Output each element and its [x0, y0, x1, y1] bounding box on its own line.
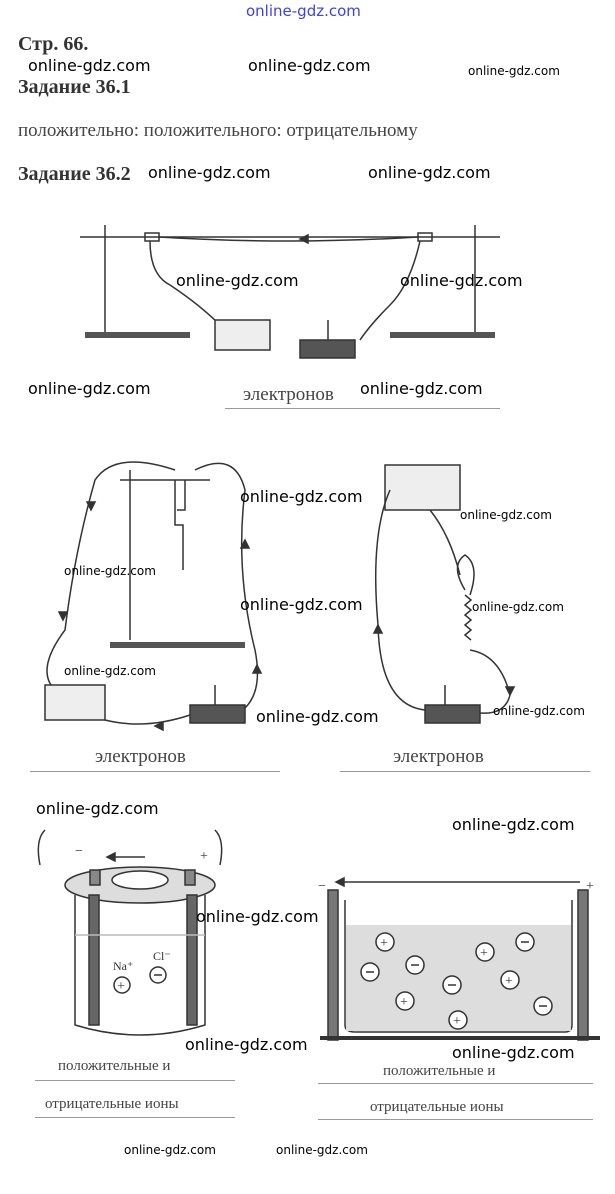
- figure-5-caption-line-1: положительные и: [383, 1063, 496, 1079]
- watermark: online-gdz.com: [196, 907, 319, 926]
- na-ion-label: Na⁺: [113, 959, 133, 973]
- svg-text:+: +: [400, 995, 408, 1010]
- svg-text:+: +: [453, 1014, 461, 1029]
- watermark: online-gdz.com: [248, 56, 371, 75]
- figure-4-answer-line-1: [35, 1080, 235, 1081]
- figure-4-electrolysis-beaker: − + Na⁺ Cl⁻ +: [37, 829, 223, 1036]
- figure-1-caption: электронов: [243, 384, 334, 405]
- figure-2-answer-line: [30, 771, 280, 772]
- watermark: online-gdz.com: [468, 64, 560, 78]
- watermark: online-gdz.com: [64, 564, 156, 578]
- figure-5-caption-line-2: отрицательные ионы: [370, 1099, 504, 1115]
- watermark: online-gdz.com: [240, 595, 363, 614]
- figure-4-plus-label: +: [200, 849, 208, 864]
- cl-ion-label: Cl⁻: [153, 949, 171, 963]
- svg-text:+: +: [505, 974, 513, 989]
- figure-5-plus-label: +: [586, 879, 594, 894]
- figure-5-minus-label: −: [318, 879, 326, 894]
- task-36-2-title: Задание 36.2: [18, 163, 131, 185]
- watermark-top: online-gdz.com: [246, 2, 361, 20]
- figure-4-minus-label: −: [75, 844, 83, 859]
- watermark: online-gdz.com: [460, 508, 552, 522]
- figure-5-answer-line-2: [318, 1119, 593, 1120]
- watermark: online-gdz.com: [452, 815, 575, 834]
- figure-4-caption-line-1: положительные и: [58, 1058, 171, 1074]
- watermark: online-gdz.com: [472, 600, 564, 614]
- watermark: online-gdz.com: [28, 56, 151, 75]
- watermark: online-gdz.com: [493, 704, 585, 718]
- watermark: online-gdz.com: [400, 271, 523, 290]
- watermark: online-gdz.com: [148, 163, 271, 182]
- page-label: Стр. 66.: [18, 33, 89, 55]
- watermark: online-gdz.com: [64, 664, 156, 678]
- svg-text:+: +: [117, 979, 125, 994]
- watermark: online-gdz.com: [36, 799, 159, 818]
- figure-3-caption: электронов: [393, 746, 484, 767]
- task-36-1-answer: положительно: положительного: отрицатель…: [18, 120, 418, 141]
- figure-5-electrolysis-bath: − + + + + + +: [318, 876, 600, 1041]
- figure-1-circuit-diagram: [80, 225, 500, 359]
- figure-3-circuit-diagram: [372, 464, 516, 724]
- watermark: online-gdz.com: [176, 271, 299, 290]
- figure-1-answer-line: [225, 408, 500, 409]
- watermark: online-gdz.com: [185, 1035, 308, 1054]
- watermark: online-gdz.com: [360, 379, 483, 398]
- svg-text:+: +: [480, 946, 488, 961]
- watermark: online-gdz.com: [368, 163, 491, 182]
- figure-5-answer-line-1: [318, 1083, 593, 1084]
- watermark: online-gdz.com: [124, 1143, 216, 1157]
- figure-4-caption-line-2: отрицательные ионы: [45, 1096, 179, 1112]
- watermark: online-gdz.com: [28, 379, 151, 398]
- task-36-1-title: Задание 36.1: [18, 76, 131, 98]
- svg-text:+: +: [380, 936, 388, 951]
- watermark: online-gdz.com: [452, 1043, 575, 1062]
- watermark: online-gdz.com: [256, 707, 379, 726]
- figure-4-answer-line-2: [35, 1117, 235, 1118]
- figure-2-caption: электронов: [95, 746, 186, 767]
- figure-3-answer-line: [340, 771, 590, 772]
- figure-2-circuit-diagram: [44, 461, 263, 732]
- watermark: online-gdz.com: [240, 487, 363, 506]
- watermark: online-gdz.com: [276, 1143, 368, 1157]
